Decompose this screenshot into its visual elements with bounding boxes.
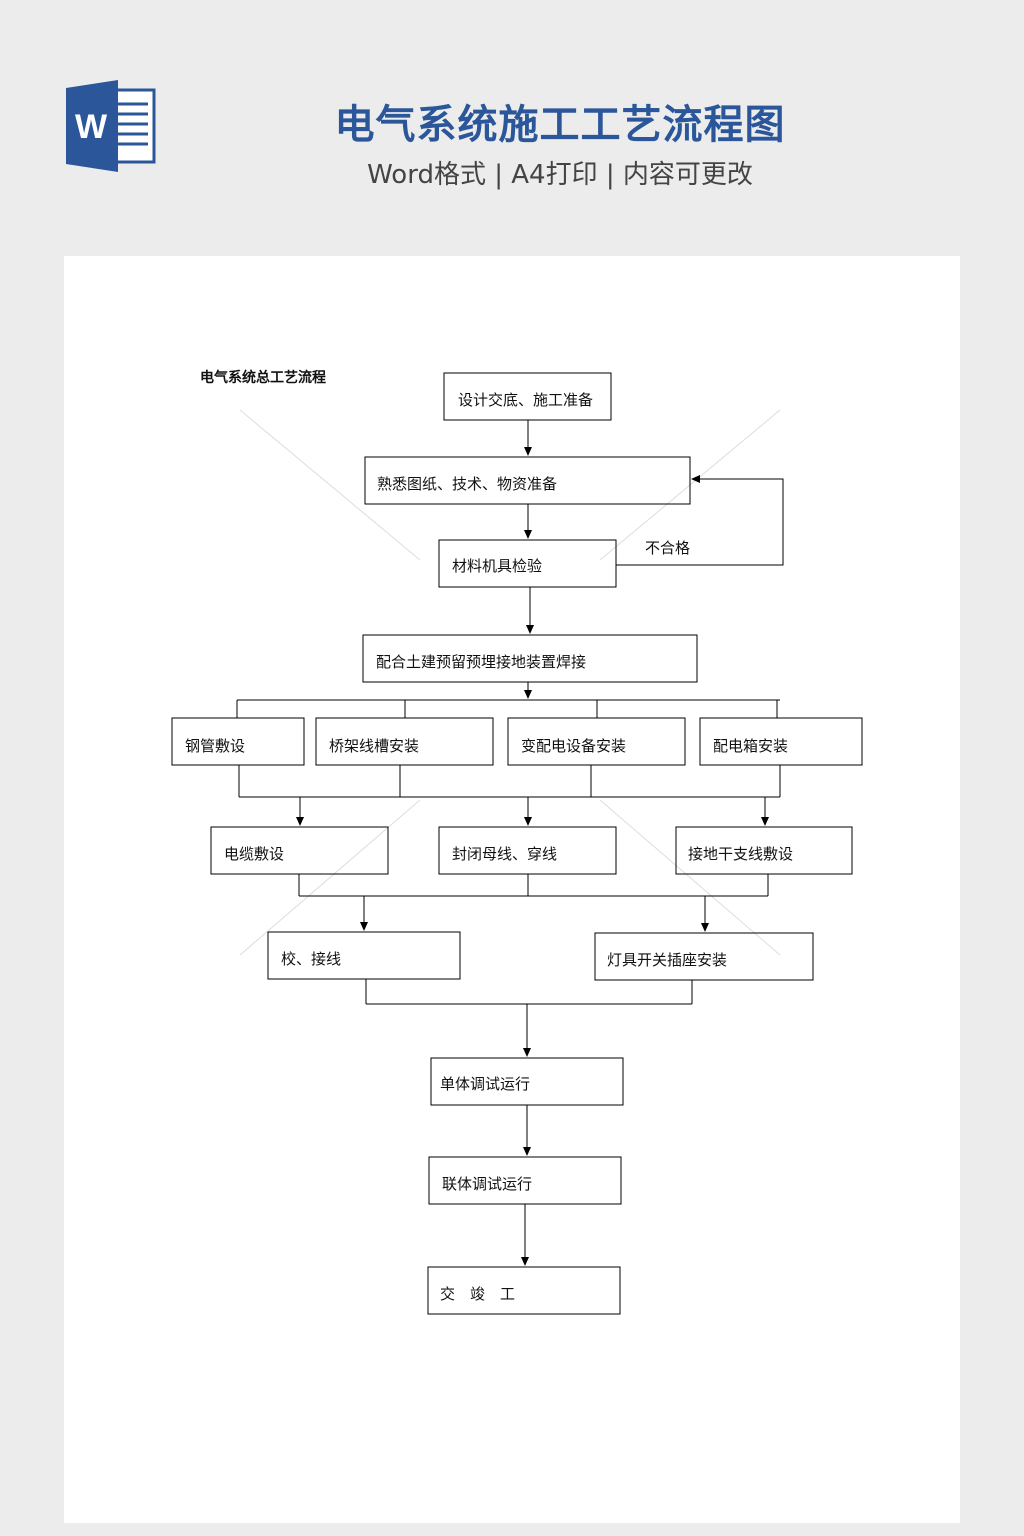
step-unit-test: 单体调试运行 <box>440 1075 531 1093</box>
step-cable-tray-install: 桥架线槽安装 <box>329 737 420 755</box>
step-fixtures-install: 灯具开关插座安装 <box>607 951 728 969</box>
step-box <box>362 634 698 683</box>
step-box <box>675 826 853 875</box>
page-subtitle: Word格式 | A4打印 | 内容可更改 <box>367 160 753 190</box>
step-box <box>438 539 617 588</box>
step-distribution-box: 配电箱安装 <box>713 737 789 755</box>
document-page <box>64 256 960 1523</box>
page-title: 电气系统施工工艺流程图 <box>334 102 786 148</box>
step-completion: 交 竣 工 <box>440 1285 516 1303</box>
step-embedding-grounding: 配合土建预留预埋接地装置焊接 <box>376 653 587 671</box>
step-box <box>699 717 863 766</box>
step-drawing-preparation: 熟悉图纸、技术、物资准备 <box>377 475 558 493</box>
reject-label: 不合格 <box>645 539 691 557</box>
step-joint-test: 联体调试运行 <box>442 1175 533 1193</box>
step-conduit-laying: 钢管敷设 <box>185 737 246 755</box>
word-document-icon: W <box>66 80 156 172</box>
step-busway-wiring: 封闭母线、穿线 <box>452 845 558 863</box>
step-box <box>171 717 305 766</box>
word-icon-letter: W <box>75 108 108 146</box>
step-substation-equipment: 变配电设备安装 <box>521 737 627 755</box>
step-cable-laying: 电缆敷设 <box>224 845 285 863</box>
step-material-inspection: 材料机具检验 <box>452 557 543 575</box>
document-heading: 电气系统总工艺流程 <box>200 370 326 386</box>
step-box <box>427 1266 621 1315</box>
step-terminal-wiring: 校、接线 <box>281 950 342 968</box>
step-design-briefing: 设计交底、施工准备 <box>458 391 594 409</box>
step-box <box>594 932 814 981</box>
step-grounding-lines: 接地干支线敷设 <box>688 845 794 863</box>
step-box <box>267 931 461 980</box>
